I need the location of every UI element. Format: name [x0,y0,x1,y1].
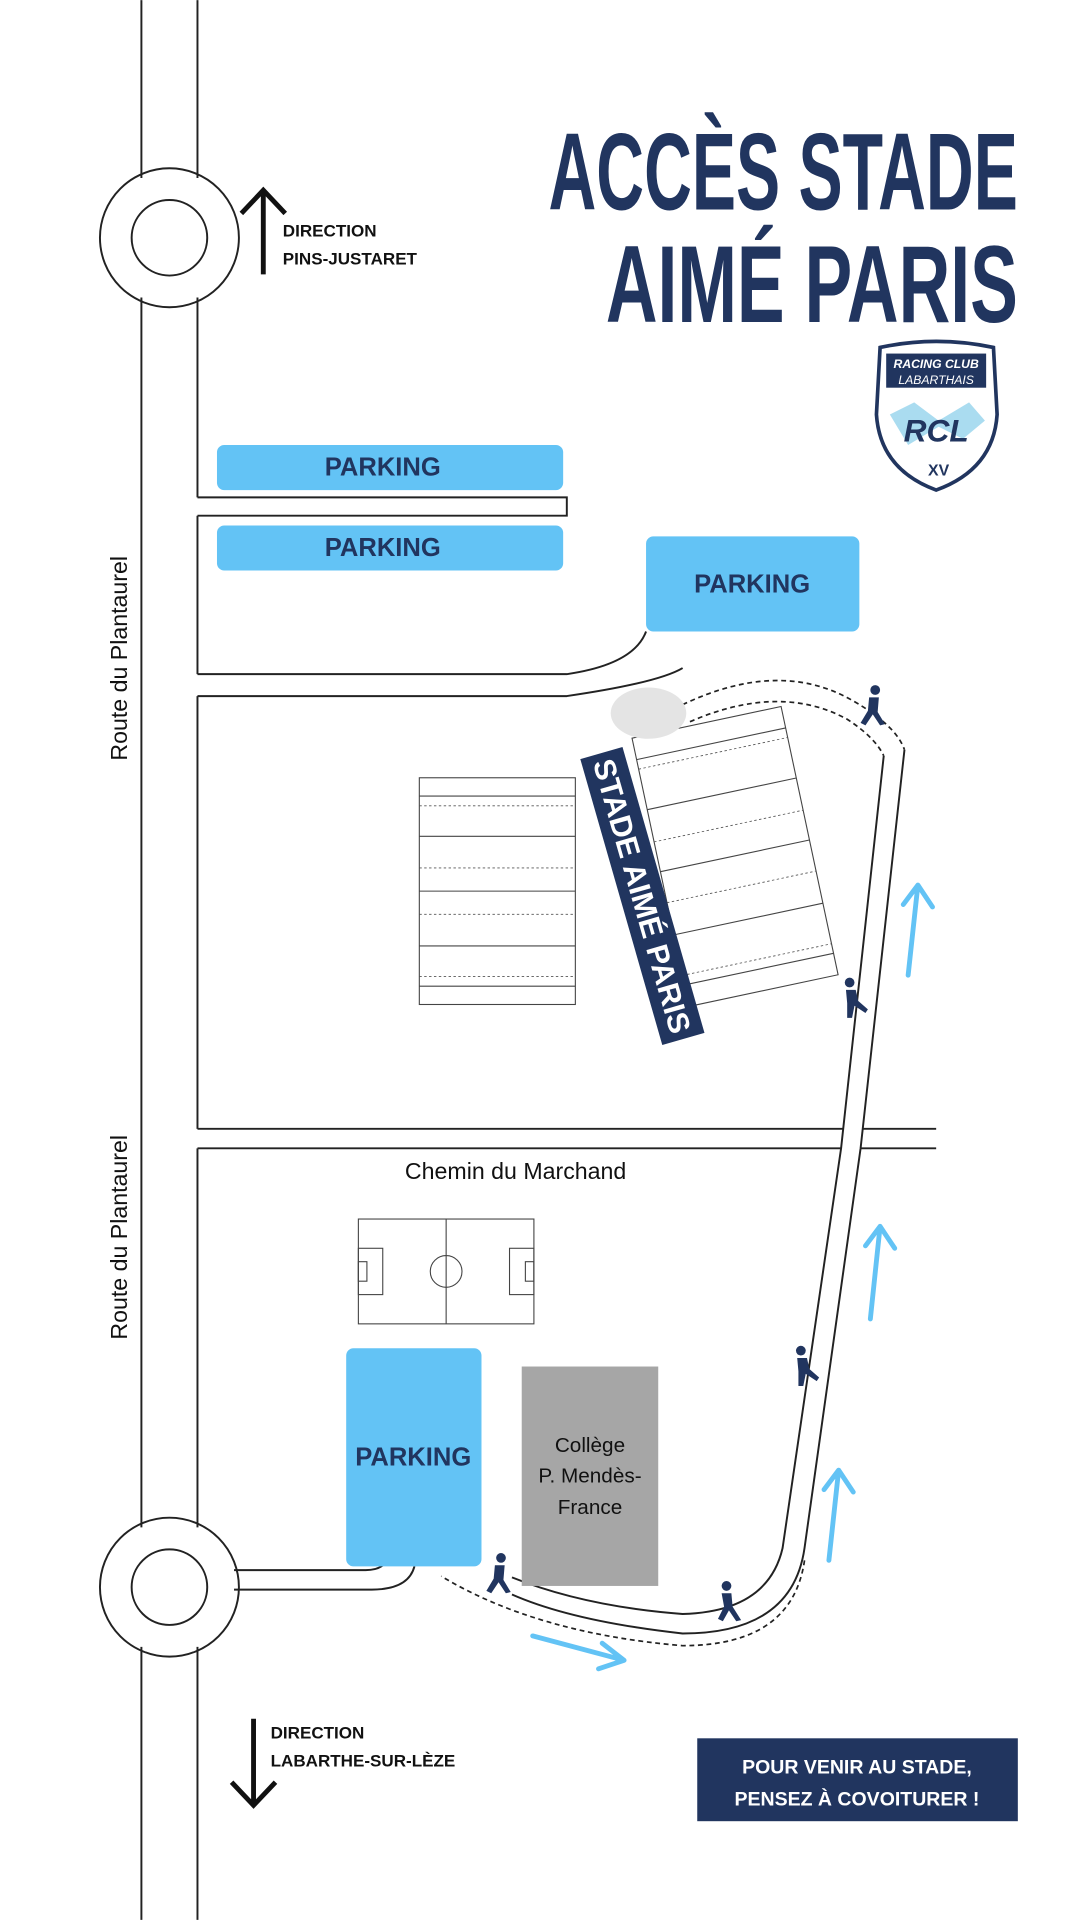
roundabout-south [98,1516,240,1658]
stadium-label: STADE AIMÉ PARIS [580,747,705,1046]
roundabout-north [98,167,240,309]
club-logo: RACING CLUB LABARTHAIS RCL XV [874,339,999,493]
chemin-du-marchand-road [197,1127,937,1150]
carpool-banner: POUR VENIR AU STADE, PENSEZ À COVOITURER… [697,1738,1018,1822]
side-road-parking [197,496,568,517]
walking-path [440,679,906,1647]
road-to-south-parking-2 [234,1566,416,1591]
rugby-field-left [418,777,576,1006]
pedestrian-icon [795,1345,820,1387]
main-road [140,0,199,1920]
arrow-up-icon [239,186,288,275]
svg-text:PARKING: PARKING [325,534,441,562]
road-label-chemin: Chemin du Marchand [405,1158,626,1184]
direction-south-place: LABARTHE-SUR-LÈZE [271,1751,456,1770]
pedestrian-icon [486,1553,511,1594]
page-title-line2: AIMÉ PARIS [606,224,1018,346]
svg-text:PARKING: PARKING [694,570,810,598]
direction-north-place: PINS-JUSTARET [283,250,418,269]
football-field [357,1218,535,1325]
svg-text:RCL: RCL [904,412,969,448]
parking-2: PARKING [216,525,564,571]
svg-text:PARKING: PARKING [355,1443,471,1471]
page-title-line1: ACCÈS STADE [549,112,1018,234]
road-label-upper: Route du Plantaurel [106,556,132,761]
svg-text:RACING CLUB: RACING CLUB [894,357,979,371]
clubhouse [610,687,687,739]
rugby-field-main [631,705,839,1008]
arrow-down-icon [229,1718,278,1809]
pedestrian-icon [860,685,885,726]
direction-arrow-icon [900,882,935,978]
svg-text:POUR VENIR AU STADE,: POUR VENIR AU STADE, [742,1757,972,1779]
pedestrian-icon [844,977,868,1018]
direction-north-label: DIRECTION [283,222,377,241]
parking-4: PARKING [346,1348,482,1567]
svg-text:Collège: Collège [555,1434,625,1457]
svg-text:XV: XV [928,462,950,479]
direction-south-label: DIRECTION [271,1723,365,1742]
direction-arrow-icon [863,1223,898,1322]
svg-text:P. Mendès-: P. Mendès- [538,1464,641,1487]
college-building: Collège P. Mendès- France [521,1366,659,1586]
direction-arrow-icon [821,1467,856,1563]
pedestrian-icon [717,1581,742,1622]
parking-3: PARKING [646,536,860,632]
access-road-lower [197,667,684,698]
svg-text:PARKING: PARKING [325,453,441,481]
svg-text:PENSEZ À COVOITURER !: PENSEZ À COVOITURER ! [735,1787,980,1810]
svg-text:France: France [558,1496,622,1519]
svg-text:LABARTHAIS: LABARTHAIS [898,373,974,387]
parking-1: PARKING [216,444,564,491]
access-road-upper [197,631,647,676]
road-label-lower: Route du Plantaurel [106,1135,132,1340]
svg-text:STADE AIMÉ PARIS: STADE AIMÉ PARIS [586,755,698,1037]
direction-arrow-icon [530,1633,627,1672]
